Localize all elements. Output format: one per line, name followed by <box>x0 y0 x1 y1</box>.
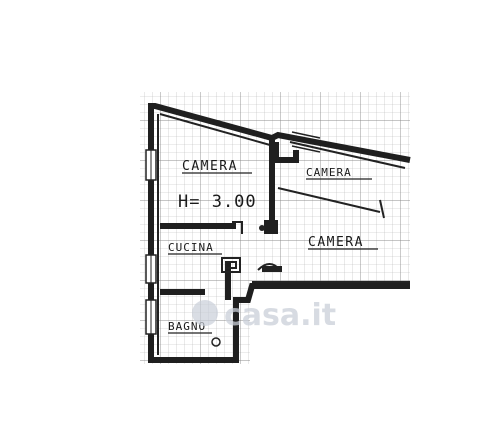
label-camera-3: CAMERA <box>308 235 364 250</box>
svg-text:casa.it: casa.it <box>224 298 336 333</box>
label-camera-1: CAMERA <box>182 159 238 174</box>
label-bagno: BAGNO <box>168 320 206 333</box>
watermark-logo: casa.it <box>192 298 336 333</box>
partition-diagonal <box>277 187 381 213</box>
stair-detail <box>221 257 241 273</box>
label-camera-2: CAMERA <box>306 166 352 179</box>
blank-paper-area <box>250 285 410 364</box>
outer-wall-inner-line <box>159 113 406 169</box>
fixture-circle <box>259 225 265 231</box>
partition-wall-corner <box>273 142 299 163</box>
outer-wall <box>148 103 411 363</box>
partition-wall-kitchen-2 <box>232 221 243 234</box>
left-windows <box>145 149 157 335</box>
door-mark <box>379 199 385 219</box>
bath-fixture <box>211 337 221 347</box>
label-cucina: CUCINA <box>168 241 214 254</box>
door-block <box>262 266 282 272</box>
ceiling-height-label: H= 3.00 <box>178 192 257 212</box>
kitchen-wall-segment <box>264 220 278 234</box>
top-window <box>291 131 321 153</box>
